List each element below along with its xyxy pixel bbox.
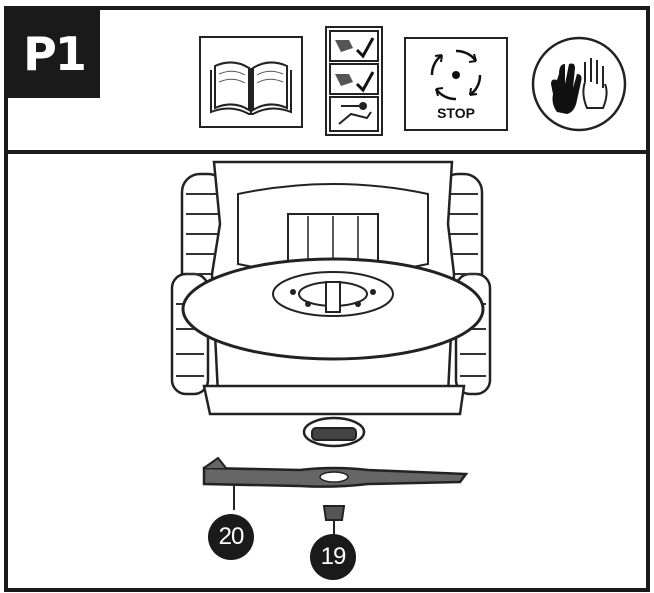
rotating-blade-icon	[430, 49, 482, 101]
instruction-panel: P1	[4, 6, 650, 592]
blade-stop-icon: STOP	[404, 37, 508, 131]
step-badge: P1	[8, 10, 100, 98]
safety-steps-icon	[325, 26, 383, 136]
stop-label: STOP	[437, 105, 475, 121]
read-manual-icon	[199, 36, 303, 128]
cutting-blade	[202, 456, 469, 510]
mower-diagram: 20 19	[8, 154, 646, 588]
blade-adapter	[302, 416, 366, 448]
part-label-blade: 20	[208, 514, 254, 560]
panel-header: P1	[8, 10, 646, 154]
part-label-bolt: 19	[310, 534, 356, 580]
blade-bolt	[322, 505, 346, 534]
mower-body	[170, 160, 492, 416]
open-book-icon	[210, 61, 292, 115]
mower-underside-illustration	[170, 160, 492, 534]
protective-gloves-icon	[529, 34, 629, 134]
